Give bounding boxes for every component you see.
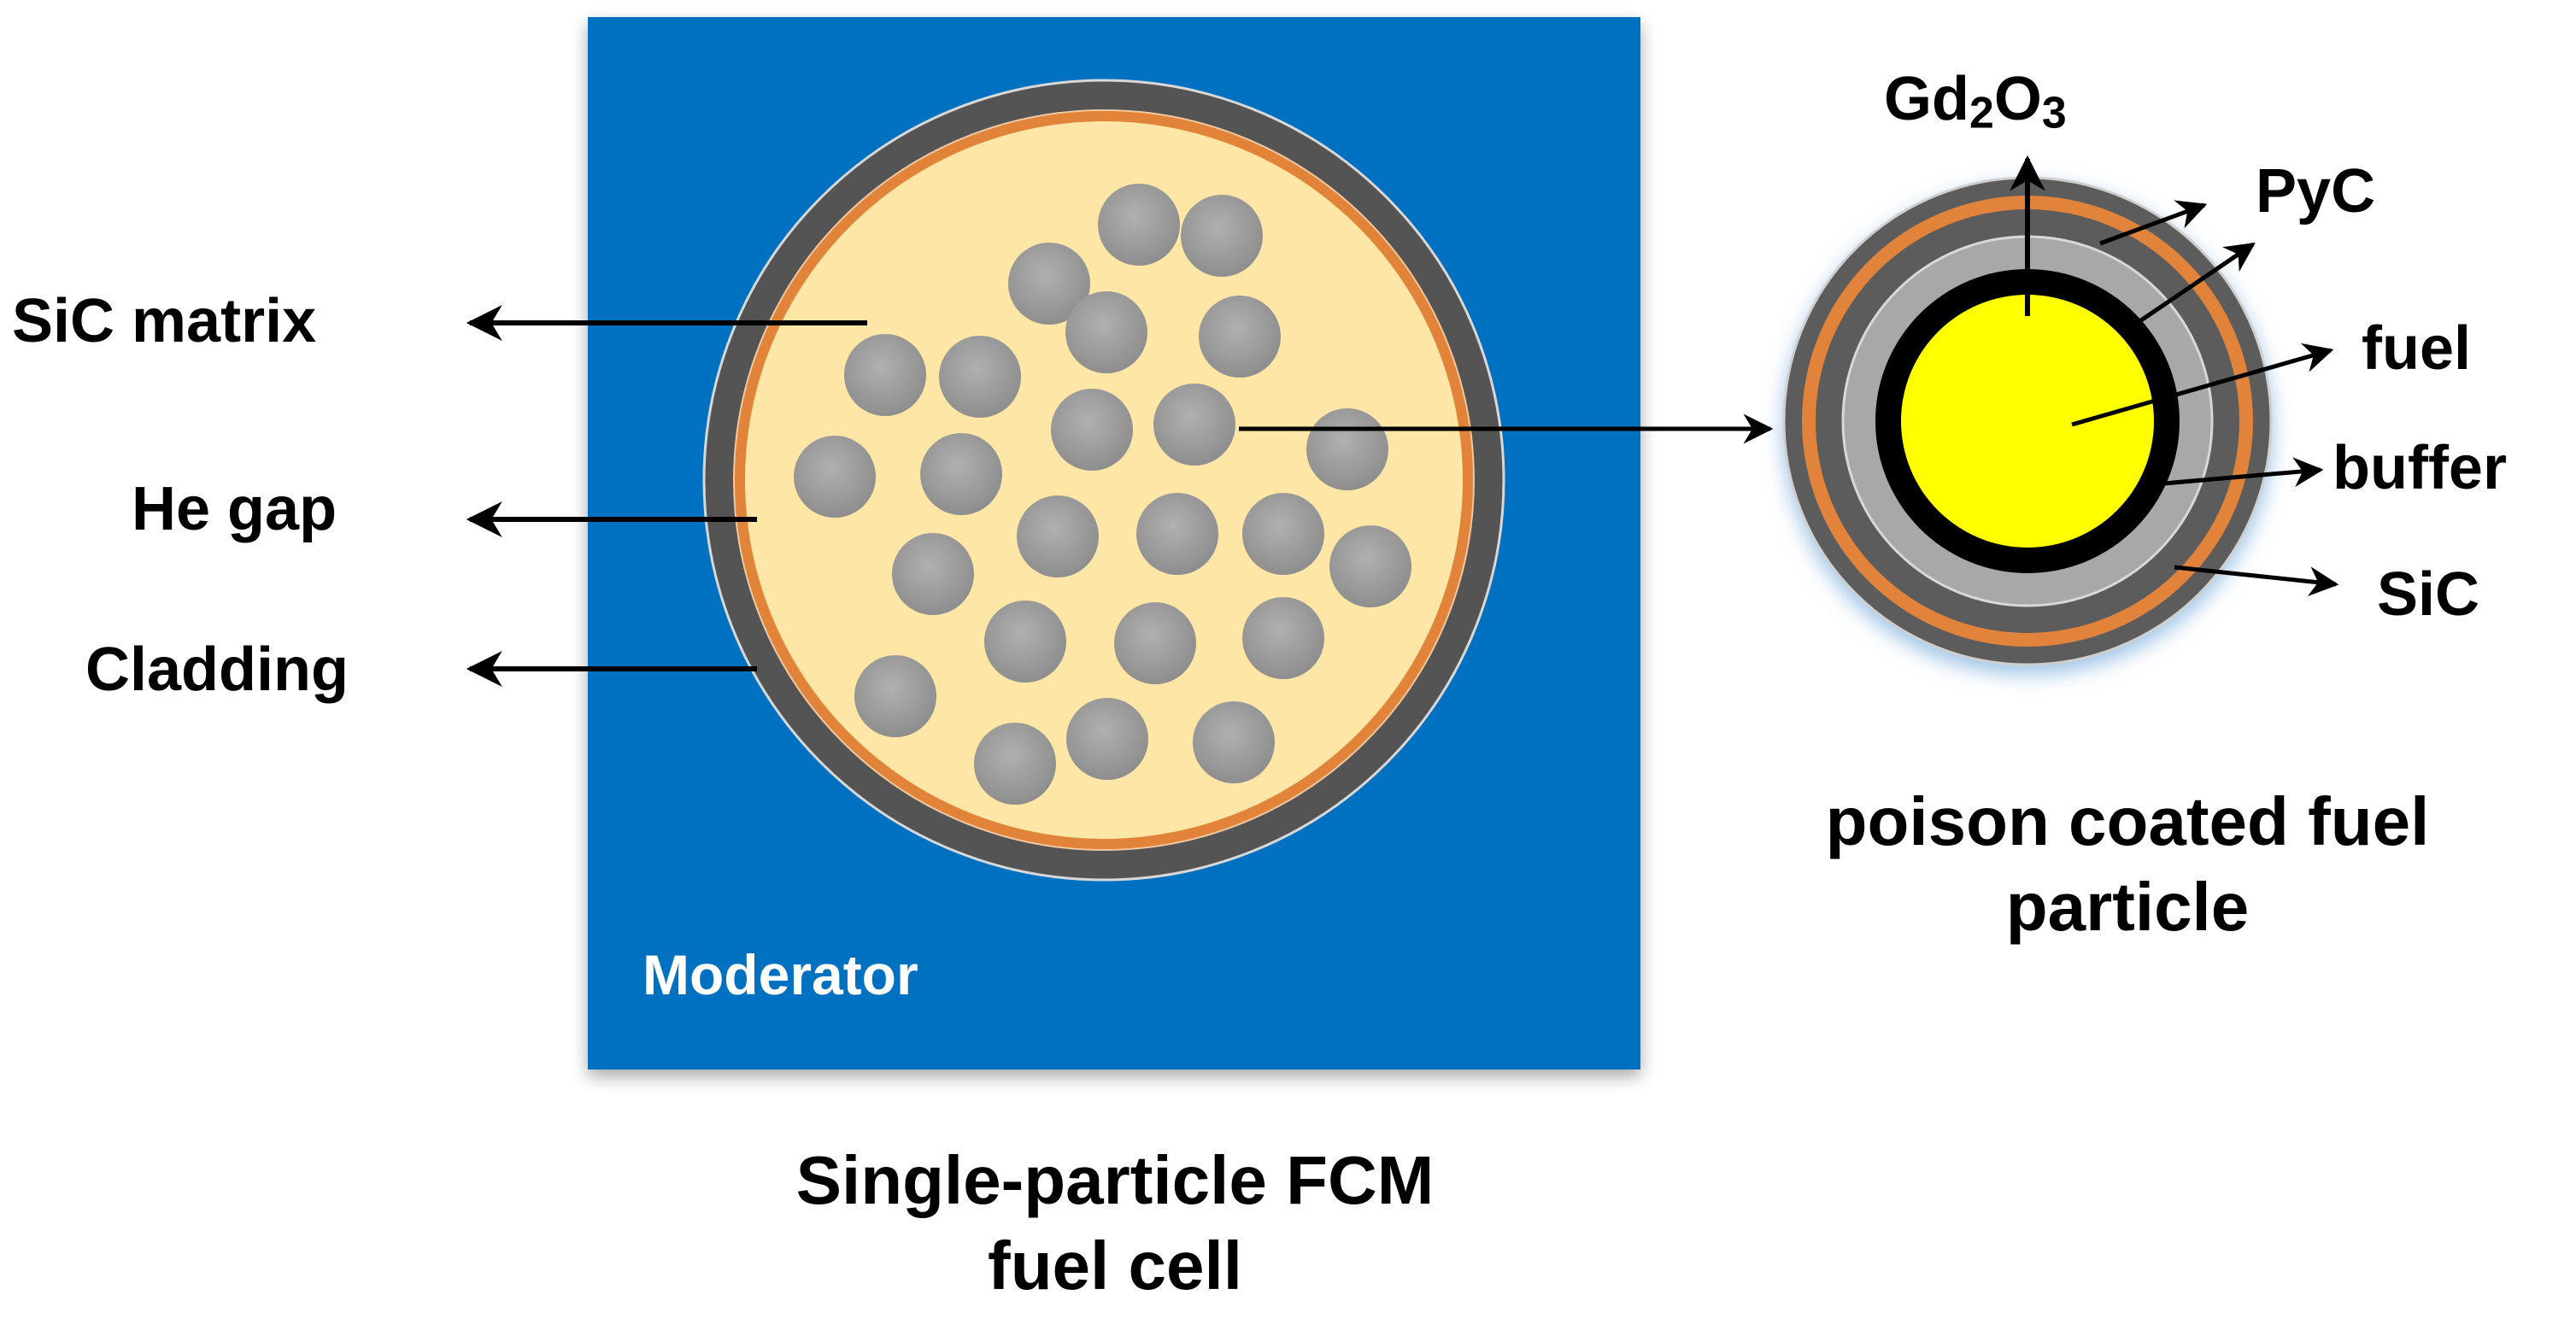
caption-fuel-cell: Single-particle FCM fuel cell xyxy=(590,1138,1640,1309)
embedded-particle xyxy=(1193,701,1275,783)
label-gd2o3-sub2: 3 xyxy=(2041,87,2067,138)
caption-coated-particle-line1: poison coated fuel xyxy=(1825,783,2430,859)
embedded-particle xyxy=(892,533,974,615)
embedded-particle xyxy=(1017,495,1099,577)
label-fuel: fuel xyxy=(2362,314,2472,383)
embedded-particle xyxy=(1008,243,1090,325)
embedded-particle xyxy=(939,336,1021,418)
label-buffer: buffer xyxy=(2332,434,2507,502)
embedded-particle xyxy=(1329,525,1411,607)
label-sic-matrix: SiC matrix xyxy=(12,287,317,355)
embedded-particle xyxy=(974,723,1056,805)
embedded-particle xyxy=(1066,698,1148,780)
embedded-particle xyxy=(1306,408,1388,490)
caption-coated-particle-line2: particle xyxy=(2005,869,2250,945)
caption-fuel-cell-line1: Single-particle FCM xyxy=(795,1142,1435,1218)
embedded-particle xyxy=(1153,384,1235,466)
label-cladding: Cladding xyxy=(85,636,349,704)
label-gd2o3-sub1: 2 xyxy=(1969,87,1994,138)
fuel-kernel xyxy=(1901,295,2154,548)
embedded-particle xyxy=(1199,296,1281,378)
embedded-particle xyxy=(984,601,1066,683)
label-gd2o3-o: O xyxy=(1993,65,2042,133)
embedded-particle xyxy=(844,334,926,416)
label-gd2o3-gd: Gd xyxy=(1884,65,1969,133)
caption-fuel-cell-line2: fuel cell xyxy=(988,1228,1242,1304)
embedded-particle xyxy=(854,655,936,737)
caption-coated-particle: poison coated fuel particle xyxy=(1734,779,2520,950)
label-pyc: PyC xyxy=(2256,157,2376,226)
label-he-gap: He gap xyxy=(132,475,337,543)
arrow-pyc-inner xyxy=(2134,242,2256,326)
label-gd2o3: Gd2O3 xyxy=(1884,68,2067,135)
embedded-particle xyxy=(1098,184,1180,266)
embedded-particle xyxy=(1242,597,1324,679)
embedded-particle xyxy=(1065,291,1147,373)
arrow-buffer xyxy=(2162,457,2324,488)
embedded-particle xyxy=(920,433,1002,515)
fuel-cell xyxy=(702,79,1505,882)
arrow-pyc-outer xyxy=(2099,200,2208,246)
label-sic: SiC xyxy=(2377,560,2480,629)
arrow-sic xyxy=(2174,565,2339,597)
embedded-particle xyxy=(1051,389,1133,471)
tristructural-particles xyxy=(794,184,1411,805)
embedded-particle xyxy=(1114,602,1196,684)
label-moderator: Moderator xyxy=(643,943,918,1006)
embedded-particle xyxy=(1181,195,1263,277)
arrow-fuel xyxy=(2071,343,2334,427)
embedded-particle xyxy=(1136,493,1218,575)
coated-particle xyxy=(1782,176,2273,666)
embedded-particle xyxy=(794,436,876,518)
embedded-particle xyxy=(1242,493,1324,575)
